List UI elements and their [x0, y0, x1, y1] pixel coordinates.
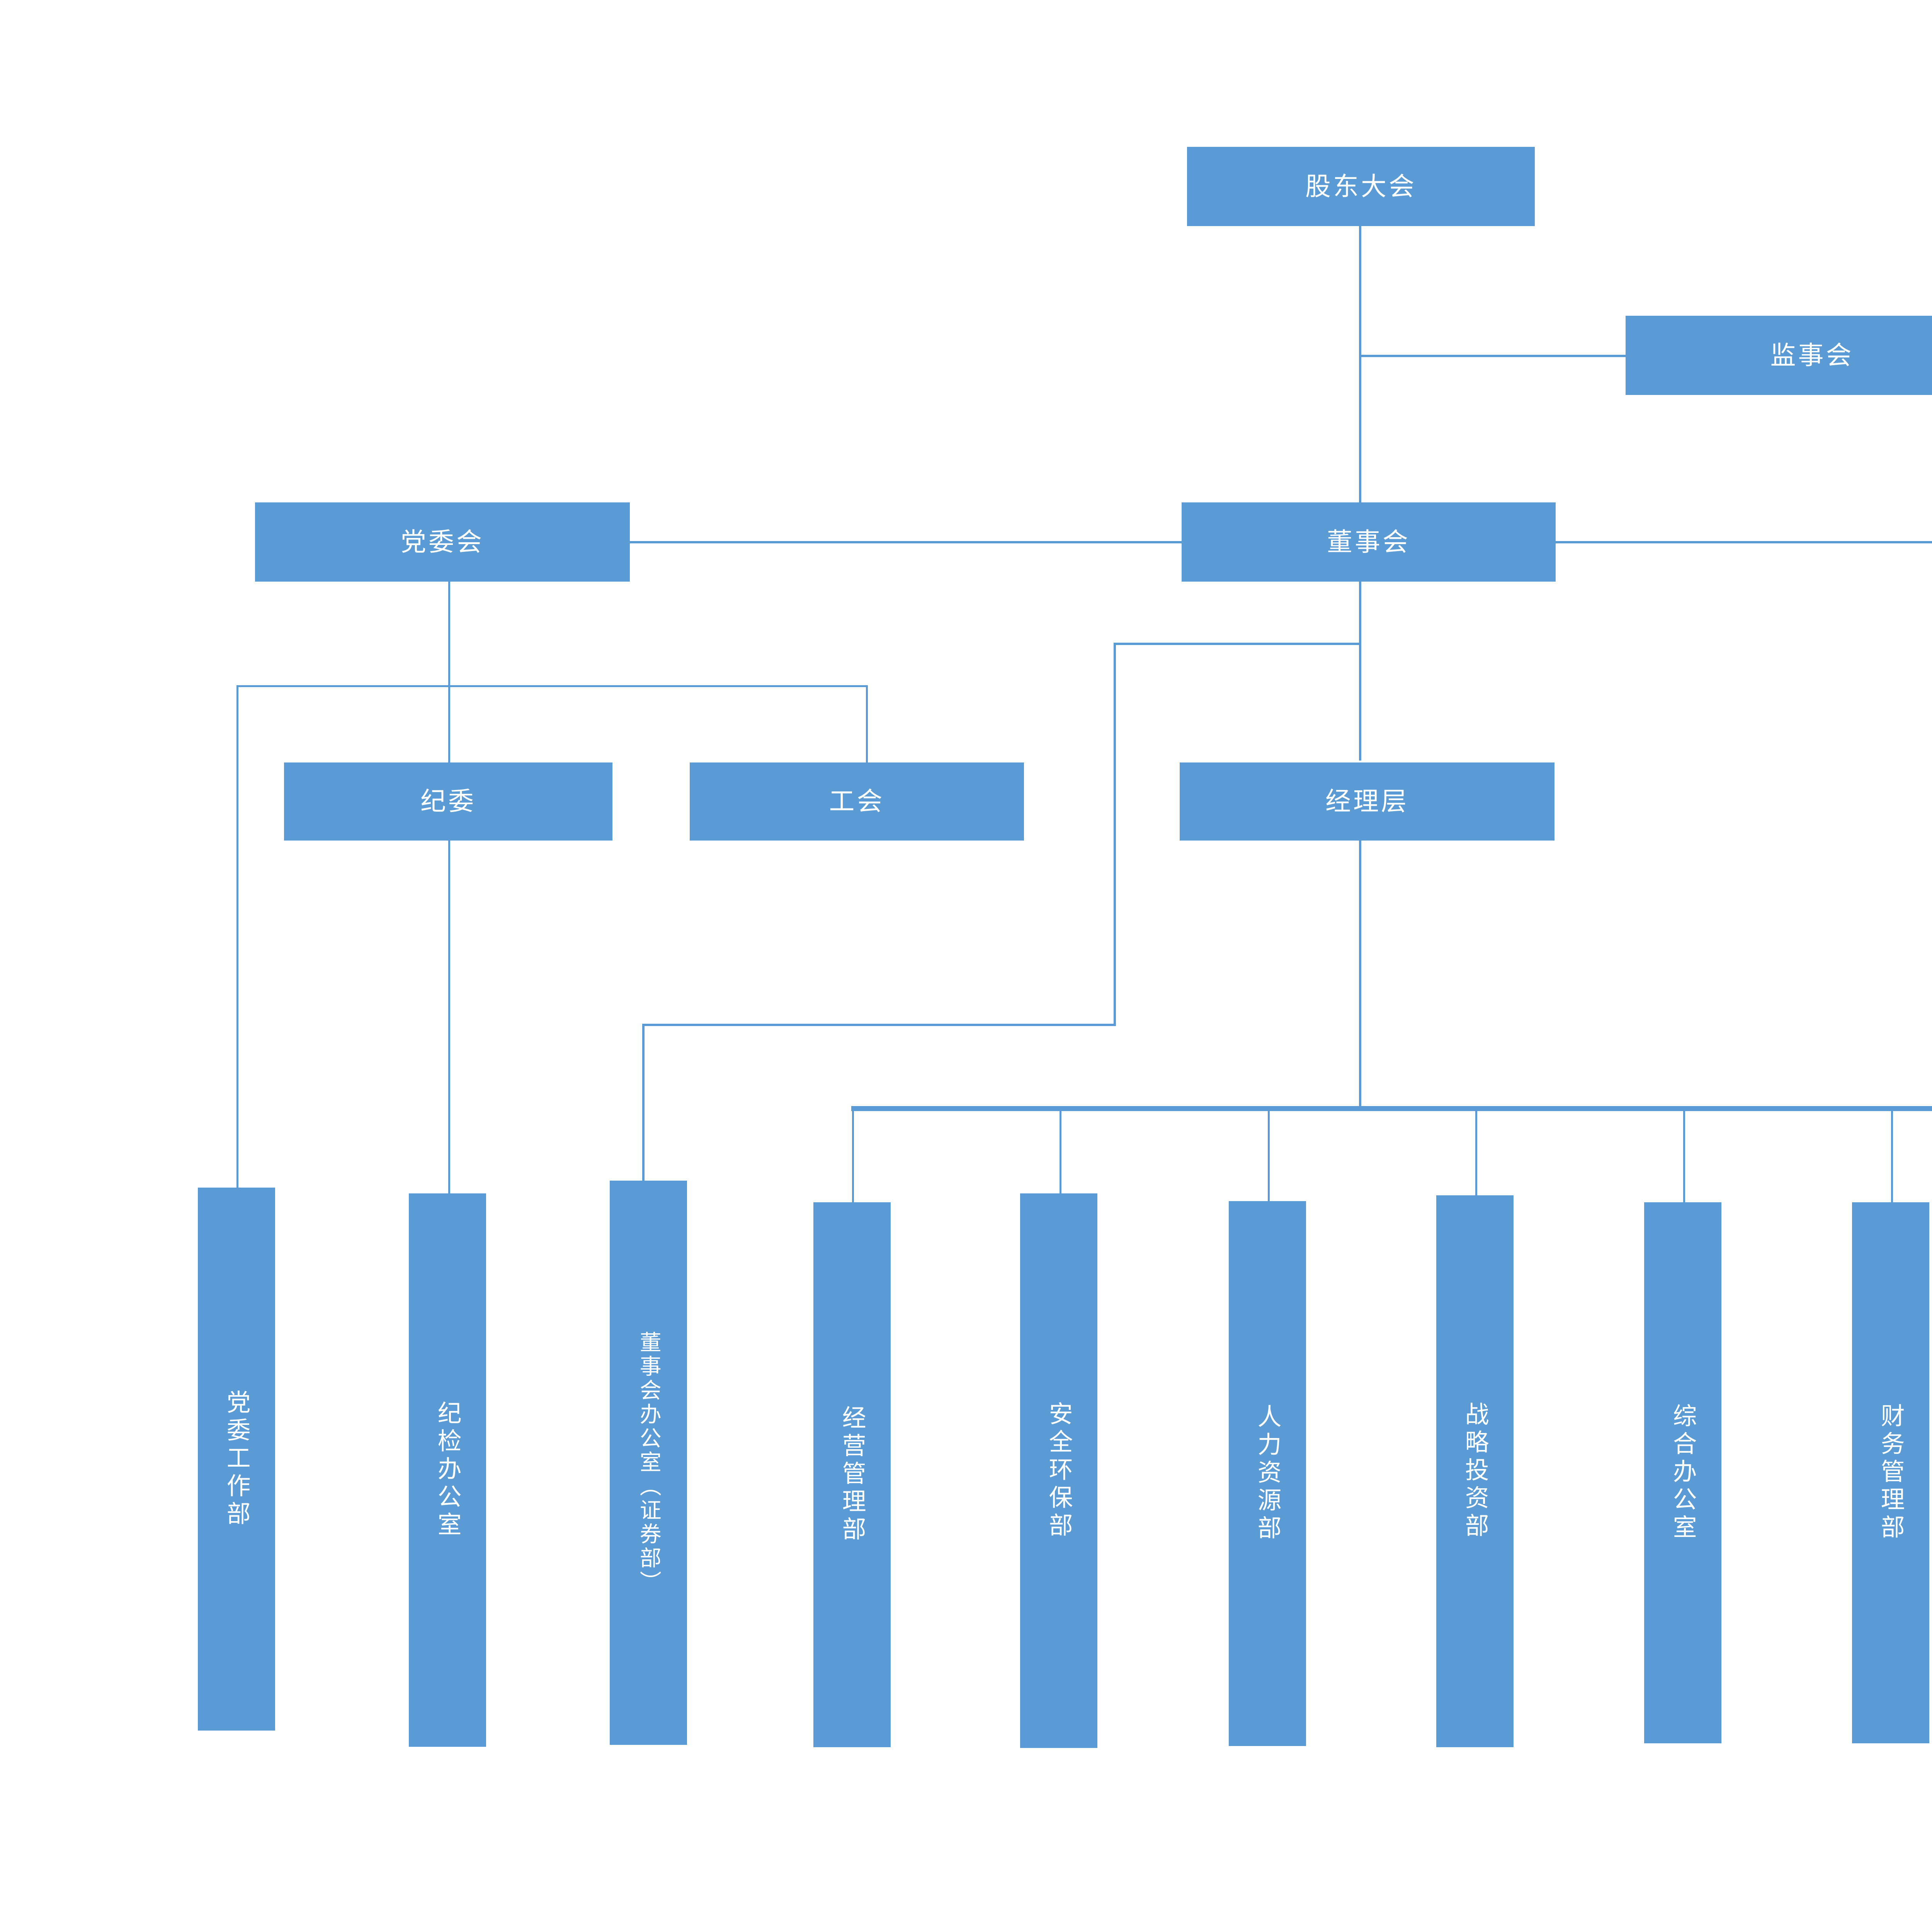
node-dept-finance-management[interactable]: 财务管理部	[1852, 1202, 1929, 1743]
node-dept-general-office[interactable]: 综合办公室	[1644, 1202, 1721, 1743]
department-bus	[851, 1106, 1932, 1111]
node-dept-party-work[interactable]: 党委工作部	[198, 1188, 275, 1731]
connector-board-to-secretariat-v2	[642, 1024, 645, 1202]
node-discipline-committee[interactable]: 纪委	[284, 762, 612, 841]
connector-party-to-discipline	[448, 685, 450, 766]
connector-shareholders-stem	[1359, 224, 1361, 519]
node-dept-human-resources[interactable]: 人力资源部	[1229, 1201, 1306, 1746]
node-dept-discipline-office[interactable]: 纪检办公室	[409, 1193, 486, 1747]
connector-management-stem	[1359, 841, 1361, 1108]
connector-party-children-bus	[236, 685, 868, 687]
connector-discipline-to-office	[448, 841, 450, 1193]
connector-board-to-secretariat-h2	[642, 1024, 1116, 1026]
connector-dept-drop-1	[852, 1108, 854, 1202]
node-dept-operations-management[interactable]: 经营管理部	[813, 1202, 891, 1747]
node-dept-safety-environment[interactable]: 安全环保部	[1020, 1193, 1097, 1748]
node-party-committee[interactable]: 党委会	[255, 502, 630, 582]
node-board-of-supervisors[interactable]: 监事会	[1626, 316, 1932, 395]
connector-shareholders-to-supervisors	[1359, 355, 1626, 357]
node-dept-strategic-investment[interactable]: 战略投资部	[1436, 1195, 1514, 1747]
connector-dept-drop-4	[1475, 1108, 1477, 1195]
connector-board-to-secretariat-h1	[1114, 643, 1361, 645]
node-dept-board-secretariat[interactable]: 董事会办公室（证券部）	[610, 1181, 687, 1745]
node-labor-union[interactable]: 工会	[690, 762, 1024, 841]
connector-dept-drop-3	[1268, 1108, 1270, 1201]
connector-board-to-secretariat-v1	[1114, 643, 1116, 1026]
connector-board-stem	[1359, 563, 1361, 761]
connector-dept-drop-2	[1060, 1108, 1061, 1193]
connector-board-to-party	[630, 541, 1183, 543]
node-management-layer[interactable]: 经理层	[1180, 762, 1554, 841]
connector-party-to-workdept	[236, 685, 238, 1188]
connector-party-stem	[448, 563, 450, 686]
connector-dept-drop-6	[1891, 1108, 1893, 1202]
node-shareholders-meeting[interactable]: 股东大会	[1187, 147, 1535, 226]
node-board-of-directors[interactable]: 董事会	[1182, 502, 1556, 582]
connector-board-to-committee-trunk	[1538, 541, 1932, 543]
connector-dept-drop-5	[1683, 1108, 1685, 1202]
connector-party-to-union	[866, 685, 868, 766]
